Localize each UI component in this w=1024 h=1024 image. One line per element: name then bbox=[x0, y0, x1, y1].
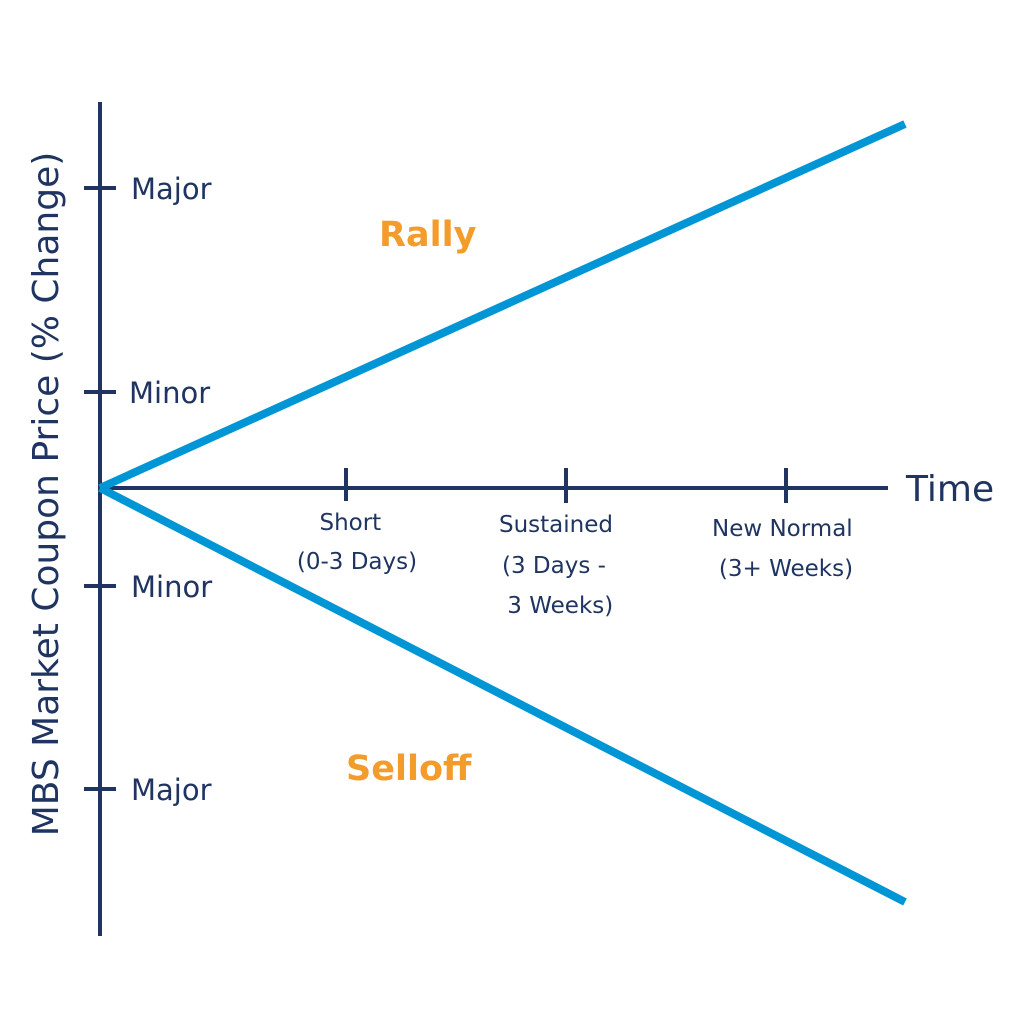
x-tick-label-sustained: Sustained (3 Days - 3 Weeks) bbox=[499, 512, 620, 619]
x-tick-label-sustained-line-2: (3 Days - bbox=[502, 553, 606, 579]
x-tick-label-new-normal-line-1: New Normal bbox=[712, 516, 853, 542]
selloff-line bbox=[98, 484, 907, 906]
x-tick-label-short: Short (0-3 Days) bbox=[297, 510, 417, 575]
x-tick-label-short-line-2: (0-3 Days) bbox=[297, 549, 417, 575]
x-axis-title: Time bbox=[905, 469, 994, 510]
x-tick-label-short-line-1: Short bbox=[319, 510, 381, 536]
x-tick-label-new-normal: New Normal (3+ Weeks) bbox=[712, 516, 860, 582]
rally-line bbox=[98, 120, 907, 492]
y-tick-label-minor-down: Minor bbox=[131, 570, 212, 604]
y-tick-label-major-down: Major bbox=[131, 773, 212, 807]
selloff-label: Selloff bbox=[346, 749, 472, 789]
rally-label: Rally bbox=[379, 215, 477, 255]
x-tick-label-new-normal-line-2: (3+ Weeks) bbox=[719, 556, 853, 582]
x-tick-label-sustained-line-1: Sustained bbox=[499, 512, 613, 538]
y-axis-title: MBS Market Coupon Price (% Change) bbox=[26, 152, 67, 837]
x-tick-label-sustained-line-3: 3 Weeks) bbox=[500, 593, 613, 619]
y-tick-label-minor-up: Minor bbox=[129, 376, 210, 410]
y-tick-label-major-up: Major bbox=[131, 172, 212, 206]
